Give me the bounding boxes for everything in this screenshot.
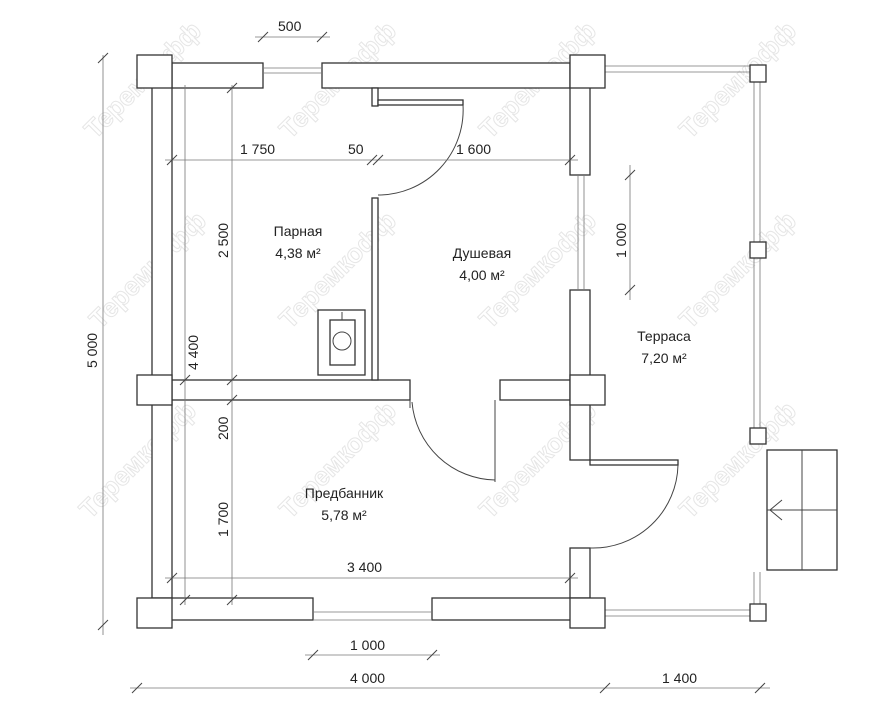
dim-house-width: 4 000: [350, 670, 385, 686]
dim-partition: 50: [348, 141, 364, 157]
dim-parnaya-width: 1 750: [240, 141, 275, 157]
walls: [136, 54, 606, 629]
svg-text:Теремкофф: Теремкофф: [673, 15, 802, 144]
room-area-predbannik: 5,78 м²: [321, 507, 367, 523]
dim-terrace-width: 1 400: [662, 670, 697, 686]
dim-total-height: 5 000: [84, 333, 100, 368]
terrace-post: [749, 64, 767, 83]
room-area-parnaya: 4,38 м²: [275, 245, 321, 261]
dim-inner-height: 4 400: [185, 335, 201, 370]
terrace-post: [749, 427, 767, 445]
dim-inner-width: 3 400: [347, 559, 382, 575]
room-name-predbannik: Предбанник: [305, 485, 384, 501]
room-name-parnaya: Парная: [274, 223, 323, 239]
svg-text:Теремкофф: Теремкофф: [273, 395, 402, 524]
door-leaf: [589, 459, 679, 466]
dim-window-bottom: 1 000: [350, 637, 385, 653]
dim-wall: 200: [215, 416, 231, 440]
svg-text:Теремкофф: Теремкофф: [673, 205, 802, 334]
dim-window-top: 500: [278, 18, 302, 34]
room-area-terrace: 7,20 м²: [641, 350, 687, 366]
room-area-dushevaya: 4,00 м²: [459, 267, 505, 283]
door-leaf: [377, 99, 464, 106]
stove: [317, 309, 366, 376]
dim-predbannik-depth: 1 700: [215, 502, 231, 537]
dim-window-right: 1 000: [613, 223, 629, 258]
svg-text:Теремкофф: Теремкофф: [73, 395, 202, 524]
dim-parnaya-depth: 2 500: [215, 223, 231, 258]
dimension-labels: 500 5 000 4 400 2 500 200 1 700 1 750 50…: [84, 18, 697, 686]
entrance-stairs: [766, 449, 838, 571]
terrace-post: [749, 603, 767, 622]
terrace-railing: [590, 64, 767, 622]
room-labels: Парная 4,38 м² Душевая 4,00 м² Терраса 7…: [274, 223, 691, 523]
dim-dush-width: 1 600: [456, 141, 491, 157]
svg-text:Теремкофф: Теремкофф: [83, 205, 212, 334]
watermarks: Теремкофф Теремкофф Теремкофф Теремкофф …: [73, 15, 803, 525]
terrace-post: [749, 241, 767, 259]
dimension-lines: [97, 31, 770, 694]
room-name-terrace: Терраса: [637, 328, 691, 344]
doors: [377, 99, 679, 549]
room-name-dushevaya: Душевая: [453, 245, 511, 261]
